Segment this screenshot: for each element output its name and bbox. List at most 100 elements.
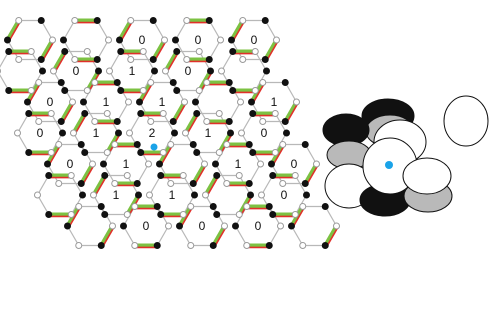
open-site [161,36,168,44]
filled-site [321,241,329,249]
filled-site [205,17,213,25]
green-bond [71,111,87,135]
open-site [27,48,35,56]
open-site [218,67,225,75]
hexagon-number: 1 [159,95,166,109]
filled-site [189,179,197,187]
filled-site [149,17,157,25]
filled-site [97,241,105,249]
open-site [0,68,1,74]
filled-site [261,55,269,63]
open-site [159,148,167,156]
filled-site [81,110,89,118]
open-site [67,210,75,218]
filled-site [189,141,197,149]
open-site [167,179,175,187]
open-site [223,141,231,149]
open-site [179,172,187,180]
filled-site [25,148,33,156]
filled-site [61,86,69,94]
filled-site [136,98,143,106]
hexagon-number: 0 [37,126,44,140]
filled-site [37,17,45,25]
open-site [279,141,287,149]
open-site [89,160,96,168]
open-site [239,17,247,25]
open-site [90,191,97,199]
filled-site [171,129,178,137]
filled-site [44,160,51,168]
filled-site [5,48,13,56]
open-site [271,110,279,118]
hexagon-number: 0 [139,33,146,47]
filled-site [229,86,237,94]
filled-site [135,191,142,199]
green-bond [151,38,167,62]
filled-site [247,191,254,199]
filled-site [281,117,289,125]
filled-site [205,55,213,63]
hexagon-number: 2 [149,126,156,140]
open-site [291,210,299,218]
open-site [195,48,203,56]
filled-site [265,203,273,211]
hexagon-number: 0 [251,33,258,47]
hexagon-number: 0 [73,64,80,78]
filled-site [245,179,253,187]
open-site [183,55,191,63]
filled-site [265,241,273,249]
open-site [146,191,153,199]
lattice-sites [0,17,340,249]
filled-site [249,110,257,118]
open-site [313,160,320,168]
open-site [215,148,223,156]
filled-site [117,48,125,56]
open-site [83,48,91,56]
cluster-center-marker [385,161,393,169]
open-site [69,98,76,106]
open-site [271,148,279,156]
filled-site [207,67,214,75]
open-site [34,191,41,199]
open-site [55,179,63,187]
open-site [147,79,155,87]
filled-site [301,179,309,187]
open-site [203,79,211,87]
filled-site [191,191,198,199]
hexagon-number: 1 [129,64,136,78]
filled-site [137,110,145,118]
hexagon-number: 0 [281,188,288,202]
filled-site [213,210,221,218]
open-site [131,203,139,211]
open-site [291,172,299,180]
filled-site [45,172,53,180]
open-site [15,55,23,63]
filled-site [113,117,121,125]
open-site [14,129,21,137]
open-site [47,148,55,156]
filled-site [209,203,217,211]
open-site [279,179,287,187]
open-site [83,86,91,94]
filled-site [45,210,53,218]
filled-site [172,36,179,44]
open-site [299,241,307,249]
filled-site [156,160,163,168]
filled-site [245,141,253,149]
filled-site [176,222,183,230]
open-site [49,36,56,44]
open-site [162,67,169,75]
filled-site [269,210,277,218]
open-site [125,98,132,106]
disc-cluster [322,95,489,217]
hexagon-number: 1 [103,95,110,109]
filled-site [4,36,11,44]
filled-site [80,98,87,106]
hexagon-number: 0 [255,219,262,233]
open-site [215,110,223,118]
open-site [145,160,152,168]
open-site [139,86,147,94]
filled-site [225,79,233,87]
open-site [165,222,172,230]
open-site [183,17,191,25]
